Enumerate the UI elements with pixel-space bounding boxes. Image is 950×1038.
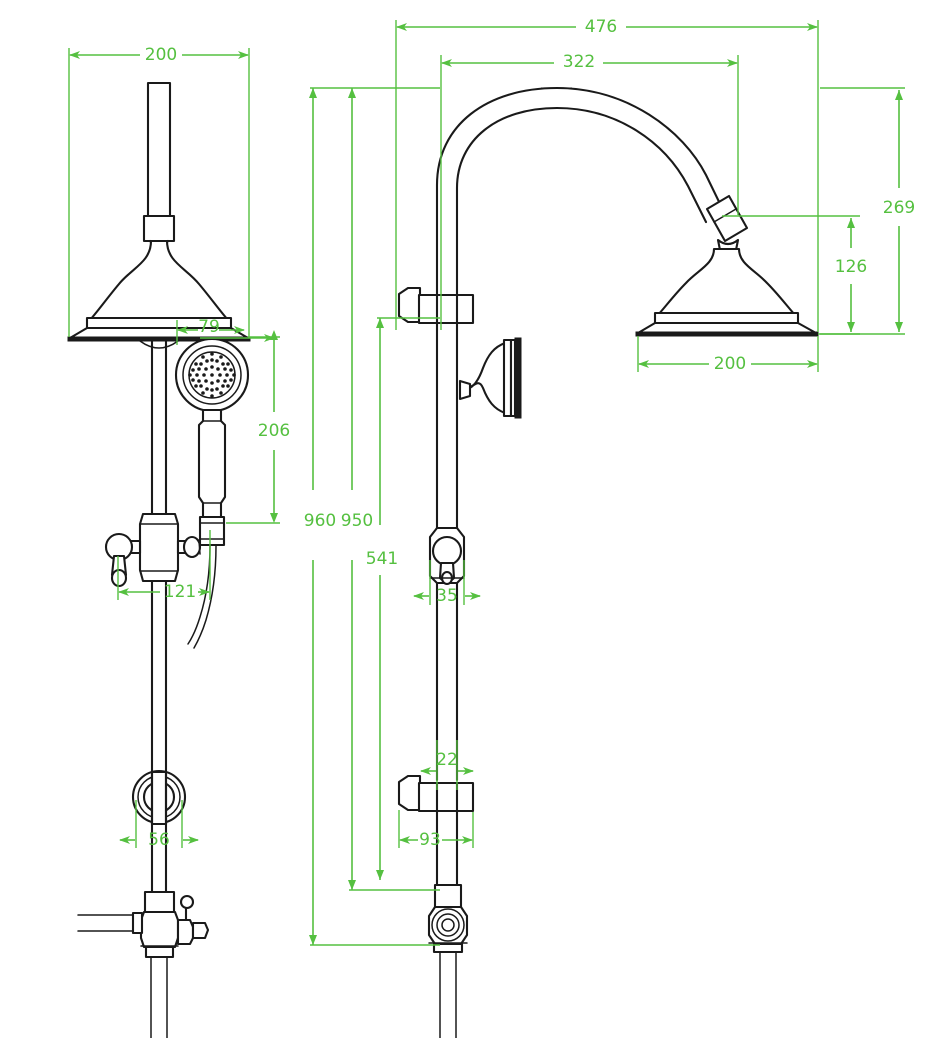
dimension-set-side: 476 322 269 126 <box>395 17 915 850</box>
dim-label-overall-height: 960 <box>304 511 336 531</box>
side-head-joint <box>705 194 749 252</box>
dim-front-head-width: 200 <box>68 45 250 337</box>
dim-side-rail-depth: 22 <box>420 740 474 790</box>
dim-label-side-reach: 476 <box>585 17 617 37</box>
dim-label-front-handset-offset: 79 <box>198 317 220 337</box>
dim-front-holder-width: 56 <box>119 800 199 850</box>
side-shower-head <box>635 247 819 337</box>
dim-front-handset-offset: 79 <box>176 317 245 345</box>
front-diverter-valve <box>104 512 202 588</box>
dim-side-head-width: 200 <box>637 336 819 374</box>
front-lower-riser <box>150 579 168 897</box>
dim-label-side-arm-span: 322 <box>563 52 595 72</box>
dim-overall-height: 960 <box>304 88 336 945</box>
dim-front-diverter-width: 121 <box>117 530 211 602</box>
front-handset <box>174 337 250 547</box>
dimension-set-front: 200 79 206 121 <box>68 45 290 850</box>
front-center-riser <box>150 339 168 527</box>
front-shower-head <box>67 239 251 342</box>
front-hose-ring-holder <box>131 769 187 826</box>
dim-label-diverter-height: 541 <box>366 549 398 569</box>
dimension-set-vertical: 960 950 541 <box>304 87 440 946</box>
dim-label-side-lower-bracket: 93 <box>419 830 441 850</box>
dim-label-side-head-depth: 126 <box>835 257 867 277</box>
dim-side-head-height: 269 <box>820 87 915 335</box>
dim-diverter-height: 541 <box>366 318 398 880</box>
dim-front-handset-height: 206 <box>200 330 290 524</box>
dim-label-side-bracket-depth: 35 <box>436 586 458 606</box>
dim-label-rail-height: 950 <box>341 511 373 531</box>
front-handset-nozzles <box>188 352 236 398</box>
dim-rail-height: 950 <box>341 88 373 890</box>
front-shower-hose <box>187 545 217 649</box>
dim-label-side-head-height: 269 <box>883 198 915 218</box>
side-diverter <box>428 526 466 586</box>
dim-side-head-depth: 126 <box>722 215 867 335</box>
dim-label-side-rail-depth: 22 <box>436 750 458 770</box>
side-gooseneck-arm <box>435 86 726 332</box>
dim-side-reach: 476 <box>395 17 819 332</box>
side-bottom-valve <box>427 883 469 1038</box>
front-view <box>67 81 251 1038</box>
dim-side-lower-bracket: 93 <box>398 810 474 850</box>
front-upper-riser-pipe <box>146 81 172 218</box>
front-head-underside-rosette <box>139 340 179 349</box>
side-view <box>397 86 819 1038</box>
dim-label-front-holder-width: 56 <box>148 830 170 850</box>
side-wall-escutcheon <box>458 337 522 419</box>
dim-label-front-diverter-width: 121 <box>164 582 196 602</box>
side-riser-pipe <box>435 328 459 892</box>
dim-label-side-head-width: 200 <box>714 354 746 374</box>
dim-label-front-handset-height: 206 <box>258 421 290 441</box>
dim-side-bracket-depth: 35 <box>413 560 481 606</box>
front-mixer-valve <box>77 890 210 1038</box>
side-lower-bracket <box>397 774 475 813</box>
dim-label-front-head-width: 200 <box>145 45 177 65</box>
dim-side-arm-span: 322 <box>440 52 739 330</box>
